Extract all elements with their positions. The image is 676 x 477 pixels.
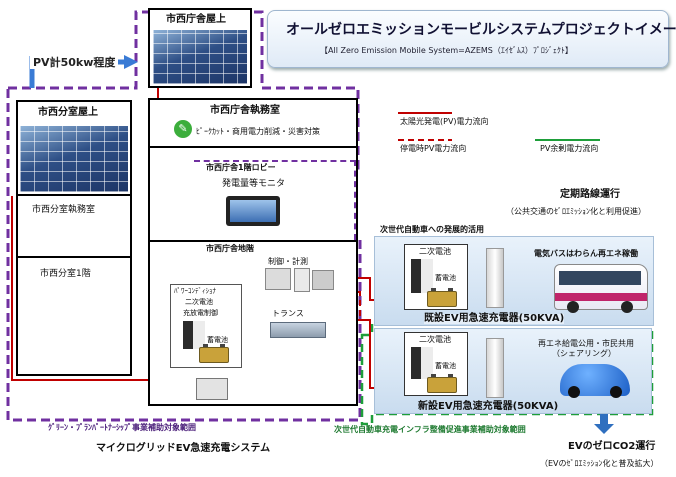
- control-label: 制御・計測: [268, 257, 308, 266]
- solar-panel-image: [20, 126, 128, 192]
- battery-icon: [411, 347, 433, 379]
- control-unit-icon: [312, 270, 334, 290]
- footer-title: マイクログリッドEV急速充電システム: [96, 443, 271, 454]
- main-office-note: ﾋﾟｰｸｶｯﾄ・商用電力削減・災害対策: [196, 127, 320, 136]
- legend-pv-label: 太陽光発電(PV)電力流向: [400, 117, 489, 126]
- battery-icon: [199, 344, 229, 363]
- next-gen-label: 次世代自動車への発展的活用: [380, 225, 484, 234]
- monitor-label: 発電量等モニタ: [222, 179, 286, 189]
- arrowhead: [124, 55, 138, 69]
- solar-panel-image: [153, 30, 247, 84]
- project-title: オールゼロエミッションモービルシステムプロジェクトイメージ: [286, 22, 676, 38]
- pcs-battery-label: 蓄電池: [207, 336, 228, 344]
- branch-floor1-label: 市西分室1階: [40, 269, 91, 279]
- green-partnership-scope-border: [6, 10, 362, 422]
- floor-divider: [148, 146, 358, 148]
- battery-icon: [427, 374, 457, 393]
- branch-roof-label: 市西分室屋上: [38, 107, 98, 118]
- ev-car-icon: [560, 364, 630, 398]
- charger-icon: [486, 338, 504, 398]
- basement-label: 市西庁舎地階: [206, 244, 254, 253]
- project-subtitle: 【All Zero Emission Mobile System=AZEMS（ｴ…: [320, 46, 573, 55]
- transformer-icon: [270, 322, 326, 338]
- route-title: 定期路線運行: [560, 189, 620, 200]
- pcs-box: ﾊﾟﾜｰｺﾝﾃﾞｨｼｮﾅ 二次電池 充放電制御 蓄電池: [170, 284, 242, 368]
- main-office-label: 市西庁舎執務室: [210, 105, 280, 116]
- floor-divider: [148, 240, 358, 242]
- title-panel: オールゼロエミッションモービルシステムプロジェクトイメージ 【All Zero …: [267, 10, 676, 68]
- pcs-label-line: 二次電池: [185, 298, 213, 306]
- bus-label: 電気バスはわらん再エネ稼働: [534, 249, 638, 258]
- bus-icon: [554, 264, 648, 313]
- pv-flow-line: [11, 196, 195, 381]
- share-label: 再エネ給電公用・市民共用: [538, 339, 634, 348]
- battery-icon: [427, 288, 457, 307]
- city-hall-roof-label: 市西庁舎屋上: [166, 14, 226, 25]
- secondary-battery-box: 二次電池 蓄電池: [404, 332, 468, 396]
- ev-op-note: （EVのｾﾞﾛｴﾐｯｼｮﾝ化と普及拡大）: [540, 459, 659, 468]
- control-unit-icon: [294, 268, 310, 292]
- share-sub-label: （シェアリング）: [552, 349, 616, 358]
- branch-office-label: 市西分室執務室: [32, 205, 96, 215]
- monitor-icon: [226, 196, 280, 226]
- legend-outage-label: 停電時PV電力流向: [400, 144, 467, 153]
- branch-floor1-box: 市西分室1階: [16, 256, 132, 376]
- branch-office-box: 市西分室執務室: [16, 194, 132, 258]
- next-gen-infra-scope-label: 次世代自動車充電インフラ整備促進事業補助対象範囲: [334, 425, 526, 434]
- secondary-battery-label: 二次電池: [419, 335, 451, 344]
- transformer-label: トランス: [272, 309, 304, 318]
- route-note: （公共交通のｾﾞﾛｴﾐｯｼｮﾝ化と利用促進）: [506, 207, 646, 216]
- control-unit-icon: [265, 268, 291, 290]
- city-hall-roof-box: 市西庁舎屋上: [148, 8, 252, 88]
- secondary-battery-box: 二次電池 蓄電池: [404, 244, 468, 310]
- green-partnership-scope-label: ｸﾞﾘｰﾝ・ﾌﾟﾗﾝﾊﾟｰﾄﾅｰｼｯﾌﾟ事業補助対象範囲: [48, 423, 196, 432]
- charger-icon: [486, 248, 504, 308]
- lobby-label: 市西庁舎1階ロビー: [206, 163, 276, 172]
- ev-op-title: EVのゼロCO2運行: [568, 441, 656, 452]
- blue-arrow: [594, 400, 614, 434]
- legend-surplus-label: PV余剰電力流向: [540, 144, 599, 153]
- battery-icon: [196, 378, 228, 400]
- branch-roof-box: 市西分室屋上: [16, 100, 132, 196]
- new-charger-name: 新設EV用急速充電器(50KVA): [418, 401, 559, 412]
- pcs-label-line: 充放電制御: [183, 309, 218, 317]
- pcs-icon: [183, 321, 205, 349]
- pv-capacity-note: PV計50kw程度: [30, 56, 119, 69]
- existing-charger-name: 既設EV用急速充電器(50KVA): [424, 313, 565, 324]
- battery-icon: [411, 259, 433, 293]
- battery-label: 蓄電池: [435, 362, 456, 370]
- battery-label: 蓄電池: [435, 274, 456, 282]
- secondary-battery-label: 二次電池: [419, 247, 451, 256]
- leaf-plug-icon: ✎: [174, 120, 192, 138]
- pcs-label-line: ﾊﾟﾜｰｺﾝﾃﾞｨｼｮﾅ: [174, 287, 216, 295]
- next-gen-infra-scope-border: [360, 320, 654, 426]
